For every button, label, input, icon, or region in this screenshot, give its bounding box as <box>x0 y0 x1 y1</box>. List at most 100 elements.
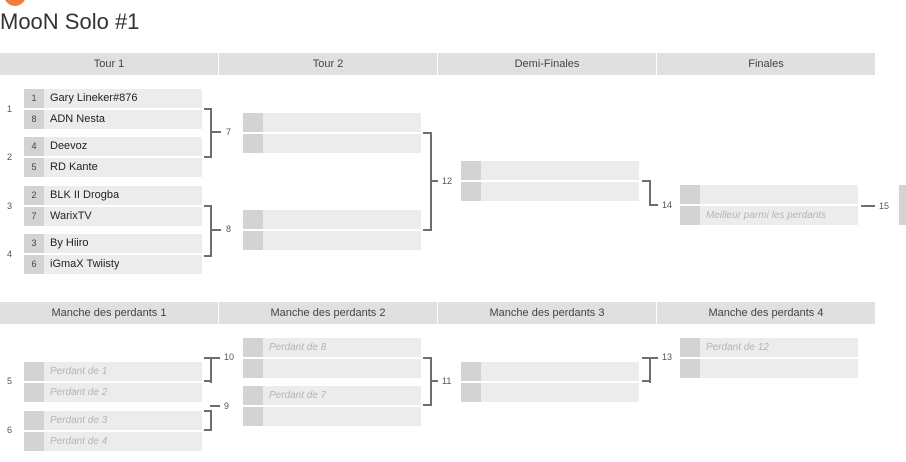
placeholder-label: Perdant de 3 <box>50 415 108 426</box>
match-slot[interactable] <box>461 383 639 402</box>
seed-badge: 1 <box>24 89 44 108</box>
seed-badge <box>24 432 44 451</box>
seed-badge <box>680 185 700 204</box>
match-number: 4 <box>7 249 13 259</box>
match-slot[interactable] <box>680 359 858 378</box>
bracket-connector <box>204 108 212 158</box>
player-name: Deevoz <box>50 140 88 152</box>
next-match-number: 10 <box>224 352 235 362</box>
match-slot[interactable] <box>461 182 639 201</box>
seed-badge <box>243 407 263 426</box>
bracket-connector <box>204 410 212 412</box>
bracket-connector <box>204 380 212 382</box>
match-slot[interactable] <box>243 210 421 229</box>
player-name: By Hiiro <box>50 237 89 249</box>
match-slot[interactable]: Perdant de 8 <box>243 338 421 357</box>
match-slot[interactable] <box>461 161 639 180</box>
seed-badge: 3 <box>24 234 44 253</box>
seed-badge <box>461 182 481 201</box>
round-header-tour-1: Tour 1 <box>0 53 218 75</box>
round-header-losers-2: Manche des perdants 2 <box>219 302 437 324</box>
match-slot[interactable]: Perdant de 3 <box>24 411 202 430</box>
match-slot[interactable] <box>243 407 421 426</box>
seed-badge <box>680 359 700 378</box>
next-match-number: 14 <box>662 200 673 210</box>
next-match-number: 9 <box>224 401 230 411</box>
match-slot[interactable] <box>243 134 421 153</box>
match-slot[interactable]: Perdant de 1 <box>24 362 202 381</box>
seed-badge <box>24 362 44 381</box>
seed-badge <box>24 411 44 430</box>
next-match-number: 11 <box>442 376 452 386</box>
seed-badge <box>243 231 263 250</box>
placeholder-label: Meilleur parmi les perdants <box>706 210 827 221</box>
match-slot[interactable] <box>461 362 639 381</box>
player-name: ADN Nesta <box>50 113 106 125</box>
seed-badge: 5 <box>24 158 44 177</box>
match-number: 1 <box>7 104 13 114</box>
brand-logo-icon <box>4 0 26 6</box>
bracket-connector <box>861 205 875 207</box>
seed-badge: 7 <box>24 207 44 226</box>
match-slot[interactable]: Perdant de 2 <box>24 383 202 402</box>
next-match-number: 12 <box>442 176 453 186</box>
seed-badge <box>24 383 44 402</box>
match-slot[interactable]: Meilleur parmi les perdants <box>680 206 858 225</box>
seed-badge <box>243 113 263 132</box>
round-header-finales: Finales <box>657 53 875 75</box>
seed-badge: 4 <box>24 137 44 156</box>
match-number: 3 <box>7 201 13 211</box>
match-slot[interactable]: 7 WarixTV <box>24 207 202 226</box>
match-slot[interactable]: 2 BLK II Drogba <box>24 186 202 205</box>
bracket-connector <box>423 132 432 231</box>
bracket-connector <box>642 380 651 382</box>
match-slot[interactable]: 4 Deevoz <box>24 137 202 156</box>
match-slot[interactable]: Perdant de 12 <box>680 338 858 357</box>
next-match-number: 8 <box>226 224 232 234</box>
match-number: 6 <box>7 425 13 435</box>
placeholder-label: Perdant de 1 <box>50 366 108 377</box>
round-header-losers-1: Manche des perdants 1 <box>0 302 218 324</box>
seed-badge <box>243 134 263 153</box>
match-slot[interactable]: 6 iGmaX Twiisty <box>24 255 202 274</box>
match-slot[interactable] <box>243 359 421 378</box>
player-name: Gary Lineker#876 <box>50 92 138 104</box>
player-name: iGmaX Twiisty <box>50 258 120 270</box>
round-header-tour-2: Tour 2 <box>219 53 437 75</box>
match-slot[interactable] <box>243 113 421 132</box>
next-match-number: 7 <box>226 127 232 137</box>
round-header-losers-4: Manche des perdants 4 <box>657 302 875 324</box>
player-name: WarixTV <box>50 210 92 222</box>
match-slot[interactable]: Perdant de 7 <box>243 386 421 405</box>
bracket-connector <box>210 405 220 407</box>
next-match-number: 15 <box>879 201 890 211</box>
seed-badge <box>461 362 481 381</box>
round-header-losers-3: Manche des perdants 3 <box>438 302 656 324</box>
seed-badge: 8 <box>24 110 44 129</box>
bracket-connector <box>204 205 212 257</box>
grand-final-slot[interactable] <box>899 185 906 225</box>
match-slot[interactable] <box>680 185 858 204</box>
bracket-connector <box>423 357 432 406</box>
placeholder-label: Perdant de 8 <box>269 342 327 353</box>
bracket-connector <box>204 357 212 383</box>
bracket-connector <box>432 380 438 382</box>
match-number: 5 <box>7 376 13 386</box>
seed-badge <box>243 338 263 357</box>
placeholder-label: Perdant de 2 <box>50 387 108 398</box>
bracket-connector <box>210 357 220 359</box>
match-slot[interactable] <box>243 231 421 250</box>
match-slot[interactable]: Perdant de 4 <box>24 432 202 451</box>
bracket-connector <box>642 180 651 206</box>
match-slot[interactable]: 1 Gary Lineker#876 <box>24 89 202 108</box>
seed-badge <box>680 338 700 357</box>
placeholder-label: Perdant de 7 <box>269 390 327 401</box>
next-match-number: 13 <box>662 352 673 362</box>
match-slot[interactable]: 8 ADN Nesta <box>24 110 202 129</box>
seed-badge: 6 <box>24 255 44 274</box>
bracket-connector <box>432 180 438 182</box>
seed-badge <box>243 210 263 229</box>
match-slot[interactable]: 5 RD Kante <box>24 158 202 177</box>
bracket-connector <box>642 357 651 383</box>
match-slot[interactable]: 3 By Hiiro <box>24 234 202 253</box>
